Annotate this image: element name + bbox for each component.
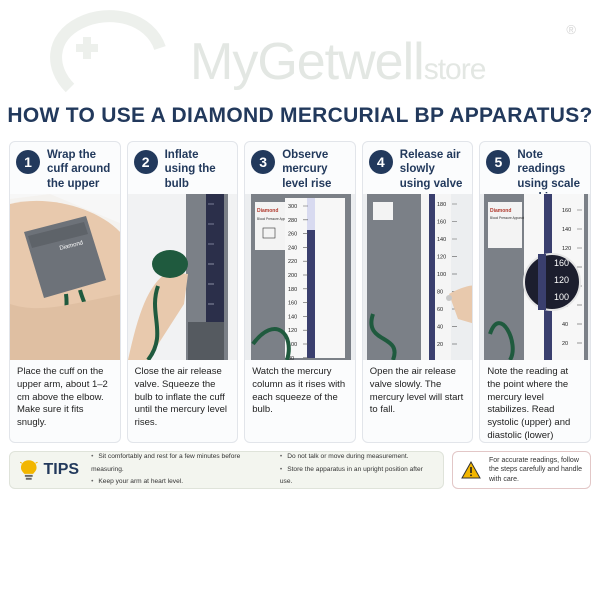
scale-tick-label: 20 <box>562 341 568 347</box>
step-number: 4 <box>368 150 393 174</box>
warning-icon <box>461 461 481 479</box>
step-number: 2 <box>133 150 158 174</box>
step-header: 5 Note readings using scale markings <box>480 142 590 204</box>
warning-text: For accurate readings, follow the steps … <box>489 456 583 483</box>
step-illustration-cuff: Diamond <box>10 194 120 360</box>
step-number: 3 <box>251 150 276 174</box>
scale-tick-label: 240 <box>288 245 297 251</box>
steps-row: 1 Wrap the cuff around the upper arm Dia… <box>9 141 591 443</box>
step-header: 1 Wrap the cuff around the upper arm <box>10 142 120 204</box>
watermark: MyGetwellstore ® <box>20 8 590 98</box>
tip-item: Store the apparatus in an upright positi… <box>280 464 433 489</box>
scale-tick-label: 180 <box>437 202 446 208</box>
step-header: 3 Observe mercury level rise <box>245 142 355 194</box>
device-brand: Diamond <box>490 208 511 214</box>
step-card-3: 3 Observe mercury level rise Diamond Blo… <box>244 141 356 443</box>
step-description: Open the air release valve slowly. The m… <box>369 366 464 416</box>
step-description: Place the cuff on the upper arm, about 1… <box>17 366 108 429</box>
step-card-2: 2 Inflate using the bulb Close the a <box>126 141 239 443</box>
tips-column-right: Do not talk or move during measurement. … <box>280 451 433 489</box>
step-description: Close the air release valve. Squeeze the… <box>134 366 227 429</box>
tips-panel: TIPS Sit comfortably and rest for a few … <box>9 451 444 489</box>
manometer-illustration: Diamond Blood Pressure Apparatus 300 280 2… <box>245 194 355 360</box>
step-description: Watch the mercury column as it rises wit… <box>252 366 346 416</box>
step-illustration-bulb <box>127 194 238 360</box>
device-product: Blood Pressure Apparatus <box>257 217 294 221</box>
step-heading: Observe mercury level rise <box>282 149 332 190</box>
scale-tick-label: 160 <box>288 301 297 307</box>
reading-illustration: Diamond Blood Pressure Apparatus 160 140 1… <box>480 194 590 360</box>
scale-tick-label: 260 <box>288 232 297 238</box>
scale-tick-label: 300 <box>288 204 297 210</box>
device-product: Blood Pressure Apparatus <box>490 216 527 220</box>
tip-item: Keep your arm at heart level. <box>91 476 270 489</box>
scale-tick-label: 140 <box>437 237 446 243</box>
scale-tick-label: 60 <box>437 307 443 313</box>
step-number: 1 <box>16 150 40 174</box>
step-illustration-release: 180 160 140 120 100 80 60 40 20 <box>362 194 473 360</box>
scale-tick-label: 200 <box>288 273 297 279</box>
arm-cuff-illustration: Diamond <box>10 194 120 360</box>
step-header: 2 Inflate using the bulb <box>128 142 238 194</box>
tip-item: Sit comfortably and rest for a few minut… <box>91 451 270 476</box>
scale-tick-label: 40 <box>562 322 568 328</box>
tips-column-left: Sit comfortably and rest for a few minut… <box>91 451 270 489</box>
step-header: 4 Release air slowly using valve <box>363 142 473 194</box>
step-heading: Release air slowly using valve <box>399 149 463 190</box>
scale-tick-label: 160 <box>437 220 446 226</box>
magnified-scale-label: 120 <box>554 275 569 285</box>
lightbulb-icon <box>20 460 38 480</box>
scale-tick-label: 20 <box>437 342 443 348</box>
scale-tick-label: 120 <box>437 255 446 261</box>
cuff-brand-label: Diamond <box>59 240 84 252</box>
step-card-5: 5 Note readings using scale markings Dia… <box>479 141 591 443</box>
tip-item: Do not talk or move during measurement. <box>280 451 433 464</box>
step-illustration-mercury-rise: Diamond Blood Pressure Apparatus 300 280 2… <box>245 194 355 360</box>
watermark-text: MyGetwellstore <box>190 33 486 91</box>
valve-illustration: 180 160 140 120 100 80 60 40 20 <box>362 194 473 360</box>
step-illustration-readings: Diamond Blood Pressure Apparatus 160 140 1… <box>480 194 590 360</box>
tips-label: TIPS <box>43 461 80 478</box>
step-number: 5 <box>486 150 511 174</box>
scale-tick-label: 120 <box>288 328 297 334</box>
scale-tick-label: 100 <box>288 342 297 348</box>
bulb-illustration <box>127 194 238 360</box>
scale-tick-label: 140 <box>562 227 571 233</box>
magnified-scale-label: 160 <box>554 258 569 268</box>
scale-tick-label: 80 <box>437 290 443 296</box>
device-brand: Diamond <box>257 208 278 214</box>
step-description: Note the reading at the point where the … <box>487 366 571 442</box>
registered-mark: ® <box>566 22 576 37</box>
page-title: HOW TO USE A DIAMOND MERCURIAL BP APPARA… <box>7 104 593 127</box>
scale-tick-label: 140 <box>288 314 297 320</box>
warning-panel: For accurate readings, follow the steps … <box>452 451 591 489</box>
scale-tick-label: 160 <box>562 208 571 214</box>
scale-tick-label: 80 <box>288 356 294 360</box>
scale-tick-label: 100 <box>437 272 446 278</box>
scale-tick-label: 120 <box>562 246 571 252</box>
scale-tick-label: 40 <box>437 325 443 331</box>
magnified-scale-label: 100 <box>554 292 569 302</box>
step-card-1: 1 Wrap the cuff around the upper arm Dia… <box>9 141 121 443</box>
scale-tick-label: 280 <box>288 218 297 224</box>
scale-tick-label: 220 <box>288 259 297 265</box>
brand-logo-icon <box>50 10 166 93</box>
scale-tick-label: 180 <box>288 287 297 293</box>
step-heading: Inflate using the bulb <box>164 149 216 190</box>
